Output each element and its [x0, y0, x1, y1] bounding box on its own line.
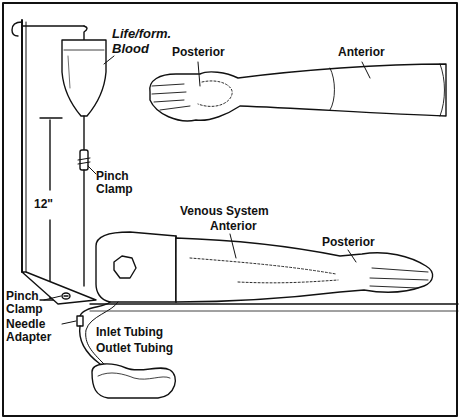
inlet-line — [78, 116, 90, 286]
table — [90, 304, 458, 311]
part-label: Anterior — [338, 46, 385, 59]
part-label: Outlet Tubing — [96, 342, 173, 355]
part-label: Inlet Tubing — [96, 326, 163, 339]
part-label: Posterior — [322, 236, 375, 249]
arm-lower — [176, 238, 433, 302]
arm-upper — [150, 64, 446, 121]
blood-bag — [62, 40, 106, 116]
frame — [3, 3, 457, 416]
part-label: Needle Adapter — [6, 318, 62, 344]
leader-lines — [44, 56, 370, 324]
part-label: Anterior — [210, 220, 257, 233]
part-label: Pinch Clamp — [96, 170, 144, 196]
basin — [92, 364, 175, 398]
part-label: Posterior — [172, 46, 225, 59]
part-label: Pinch Clamp — [6, 290, 46, 316]
arm-mount — [96, 232, 176, 302]
dimension-label: 12" — [34, 198, 53, 211]
part-label: Venous System — [180, 205, 269, 218]
